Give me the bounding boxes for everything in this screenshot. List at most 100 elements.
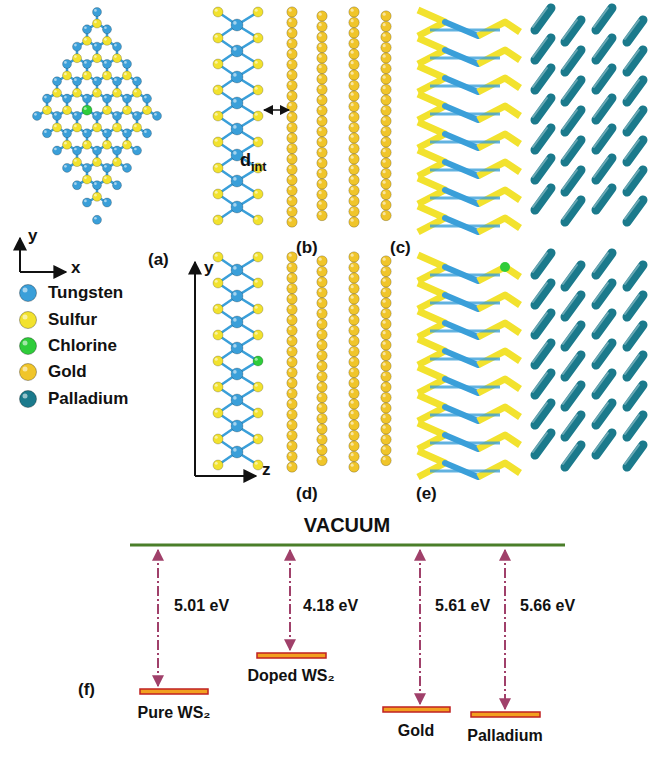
atom-highlight — [124, 61, 127, 64]
atom — [381, 256, 391, 266]
atom — [317, 424, 327, 434]
atom — [113, 54, 122, 63]
atom-highlight — [215, 217, 218, 220]
atom-highlight — [289, 453, 292, 456]
sulfur-row — [418, 339, 445, 365]
atom — [253, 408, 263, 418]
legend-row: Tungsten — [18, 283, 123, 303]
atom-highlight — [289, 114, 292, 117]
palladium-row — [596, 343, 612, 365]
atom-highlight — [319, 34, 322, 37]
atom-highlight — [383, 170, 386, 173]
atom — [63, 163, 72, 172]
atom — [253, 382, 263, 392]
atom — [213, 59, 223, 69]
atom — [123, 129, 132, 138]
atom — [83, 36, 92, 45]
atom — [287, 357, 297, 367]
atom — [133, 111, 142, 120]
atom — [83, 175, 92, 184]
palladium-highlight — [594, 433, 608, 452]
swatch-highlight — [23, 394, 28, 399]
atom-highlight — [104, 73, 107, 76]
palladium-row — [565, 325, 581, 347]
atom — [381, 11, 391, 21]
atom-highlight — [64, 73, 67, 76]
palladium-highlight — [625, 200, 639, 219]
chlorine-atom — [500, 262, 510, 272]
atom-highlight — [351, 464, 354, 467]
atom-highlight — [144, 130, 147, 133]
atom — [213, 330, 223, 340]
palladium-row — [596, 98, 612, 120]
atom — [317, 371, 327, 381]
atom-highlight — [233, 318, 237, 322]
atom — [287, 49, 297, 59]
atom-highlight — [319, 373, 322, 376]
atom-highlight — [289, 338, 292, 341]
palladium-row — [627, 80, 643, 102]
sulfur-row — [418, 423, 445, 449]
atom — [287, 346, 297, 356]
atom — [93, 54, 102, 63]
atom — [253, 137, 263, 147]
atom — [213, 278, 223, 288]
palladium-row — [535, 253, 551, 275]
atom — [287, 315, 297, 325]
atom-highlight — [383, 76, 386, 79]
energy-level — [257, 653, 326, 658]
atom-highlight — [124, 73, 127, 76]
atom-highlight — [319, 212, 322, 215]
atom — [287, 399, 297, 409]
atom-highlight — [383, 405, 386, 408]
palladium-highlight — [563, 265, 577, 284]
atom-highlight — [289, 103, 292, 106]
atom-highlight — [383, 394, 386, 397]
palladium-highlight — [594, 283, 608, 302]
atom — [63, 140, 72, 149]
atom-highlight — [84, 142, 87, 145]
atom-highlight — [215, 306, 218, 309]
bond-row — [430, 274, 500, 277]
atom — [349, 388, 359, 398]
atom — [349, 59, 359, 69]
atom — [103, 175, 112, 184]
atom-highlight — [383, 149, 386, 152]
atom — [317, 105, 327, 115]
atom-highlight — [104, 107, 107, 110]
atom-highlight — [383, 181, 386, 184]
figure-label: Gold — [398, 722, 434, 740]
atom-highlight — [383, 289, 386, 292]
palladium-highlight — [594, 373, 608, 392]
atom — [93, 111, 102, 120]
atom — [73, 146, 82, 155]
atom — [253, 7, 263, 17]
atom-highlight — [351, 348, 354, 351]
atom — [317, 126, 327, 136]
atom — [317, 434, 327, 444]
atom — [317, 53, 327, 63]
atom-highlight — [319, 331, 322, 334]
atom — [231, 201, 243, 213]
atom-highlight — [104, 26, 107, 29]
legend-row: Sulfur — [18, 310, 97, 330]
palladium-row — [565, 20, 581, 42]
atom — [103, 198, 112, 207]
atom — [287, 217, 297, 227]
atom — [317, 329, 327, 339]
palladium-highlight — [625, 170, 639, 189]
atom — [213, 33, 223, 43]
palladium-highlight — [533, 433, 547, 452]
atom — [73, 123, 82, 132]
atom — [381, 137, 391, 147]
atom-highlight — [255, 217, 258, 220]
atom — [317, 277, 327, 287]
atom — [63, 106, 72, 115]
atom-highlight — [255, 332, 258, 335]
palladium-highlight — [533, 283, 547, 302]
atom-highlight — [351, 72, 354, 75]
atom-highlight — [54, 90, 57, 93]
atom — [93, 158, 102, 167]
atom-highlight — [74, 159, 77, 162]
atom — [63, 71, 72, 80]
